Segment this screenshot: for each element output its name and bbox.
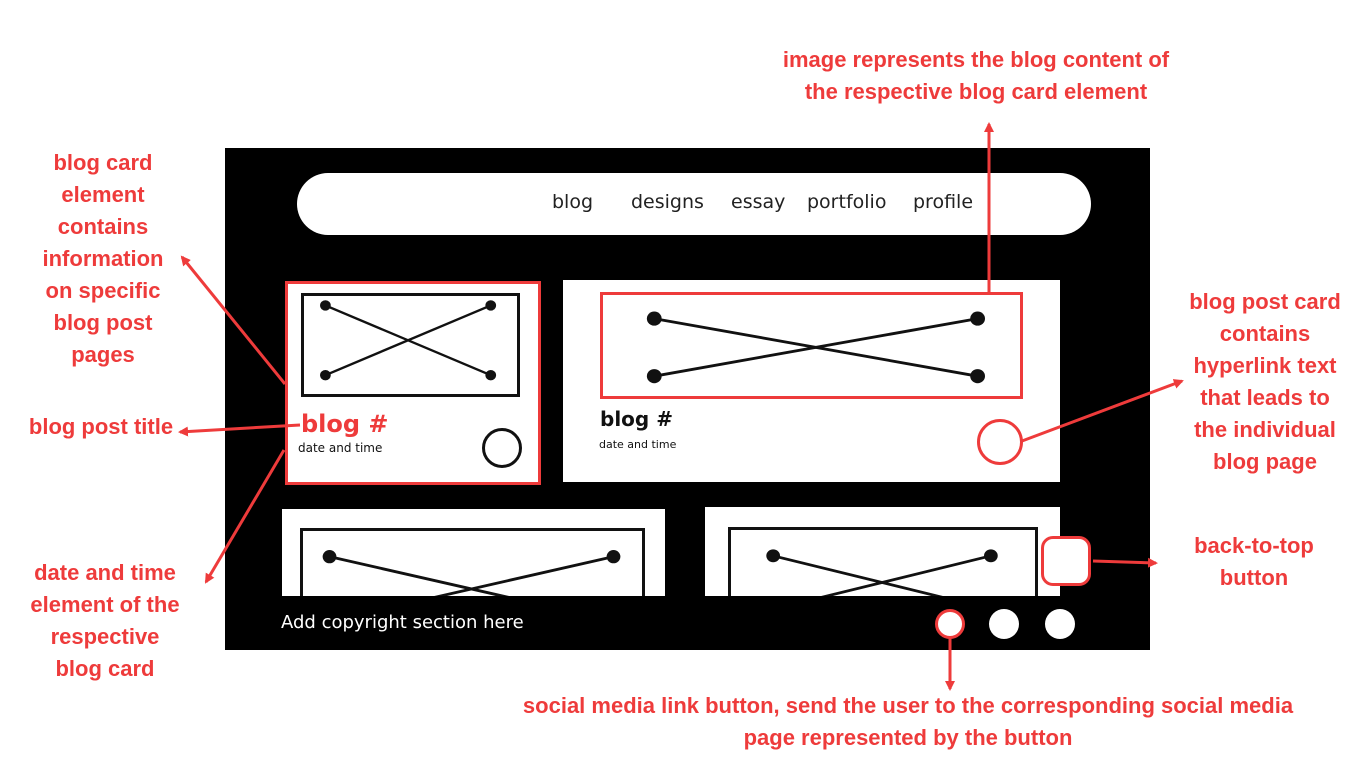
annotation-hyperlink: blog post card contains hyperlink text t… xyxy=(1189,289,1341,474)
blog-card[interactable]: blog # date and time xyxy=(563,280,1060,482)
blog-post-date: date and time xyxy=(599,438,677,451)
social-link-button[interactable] xyxy=(989,609,1019,639)
nav-item-designs[interactable]: designs xyxy=(631,191,704,213)
footer: Add copyright section here xyxy=(225,596,1150,650)
card-link-button[interactable] xyxy=(482,428,522,468)
blog-card[interactable]: blog # date and time xyxy=(285,281,541,485)
nav-item-essay[interactable]: essay xyxy=(731,191,786,213)
blog-card[interactable] xyxy=(705,507,1060,603)
card-image-placeholder xyxy=(728,527,1038,603)
blog-post-title[interactable]: blog # xyxy=(301,410,389,438)
nav-item-blog[interactable]: blog xyxy=(552,191,594,213)
annotation-social: social media link button, send the user … xyxy=(522,693,1294,750)
social-link-button[interactable] xyxy=(935,609,965,639)
blog-post-date: date and time xyxy=(298,441,383,455)
back-to-top-button[interactable] xyxy=(1041,536,1091,586)
annotation-back-to-top: back-to-top button xyxy=(1194,533,1314,590)
annotation-image-content: image represents the blog content of the… xyxy=(782,47,1170,104)
copyright-text: Add copyright section here xyxy=(281,612,524,633)
blog-card[interactable] xyxy=(282,509,665,648)
navbar: blog designs essay portfolio profile xyxy=(297,173,1091,235)
card-image-placeholder xyxy=(301,293,520,397)
annotation-date-time: date and time element of the respective … xyxy=(30,560,180,681)
card-image-placeholder xyxy=(600,292,1023,399)
nav-item-portfolio[interactable]: portfolio xyxy=(807,191,887,213)
blog-post-title[interactable]: blog # xyxy=(600,407,673,431)
card-link-button[interactable] xyxy=(977,419,1023,465)
annotation-post-title: blog post title xyxy=(28,414,174,439)
nav-item-profile[interactable]: profile xyxy=(913,191,974,213)
social-link-button[interactable] xyxy=(1045,609,1075,639)
annotation-card-element: blog card element contains information o… xyxy=(42,150,164,367)
